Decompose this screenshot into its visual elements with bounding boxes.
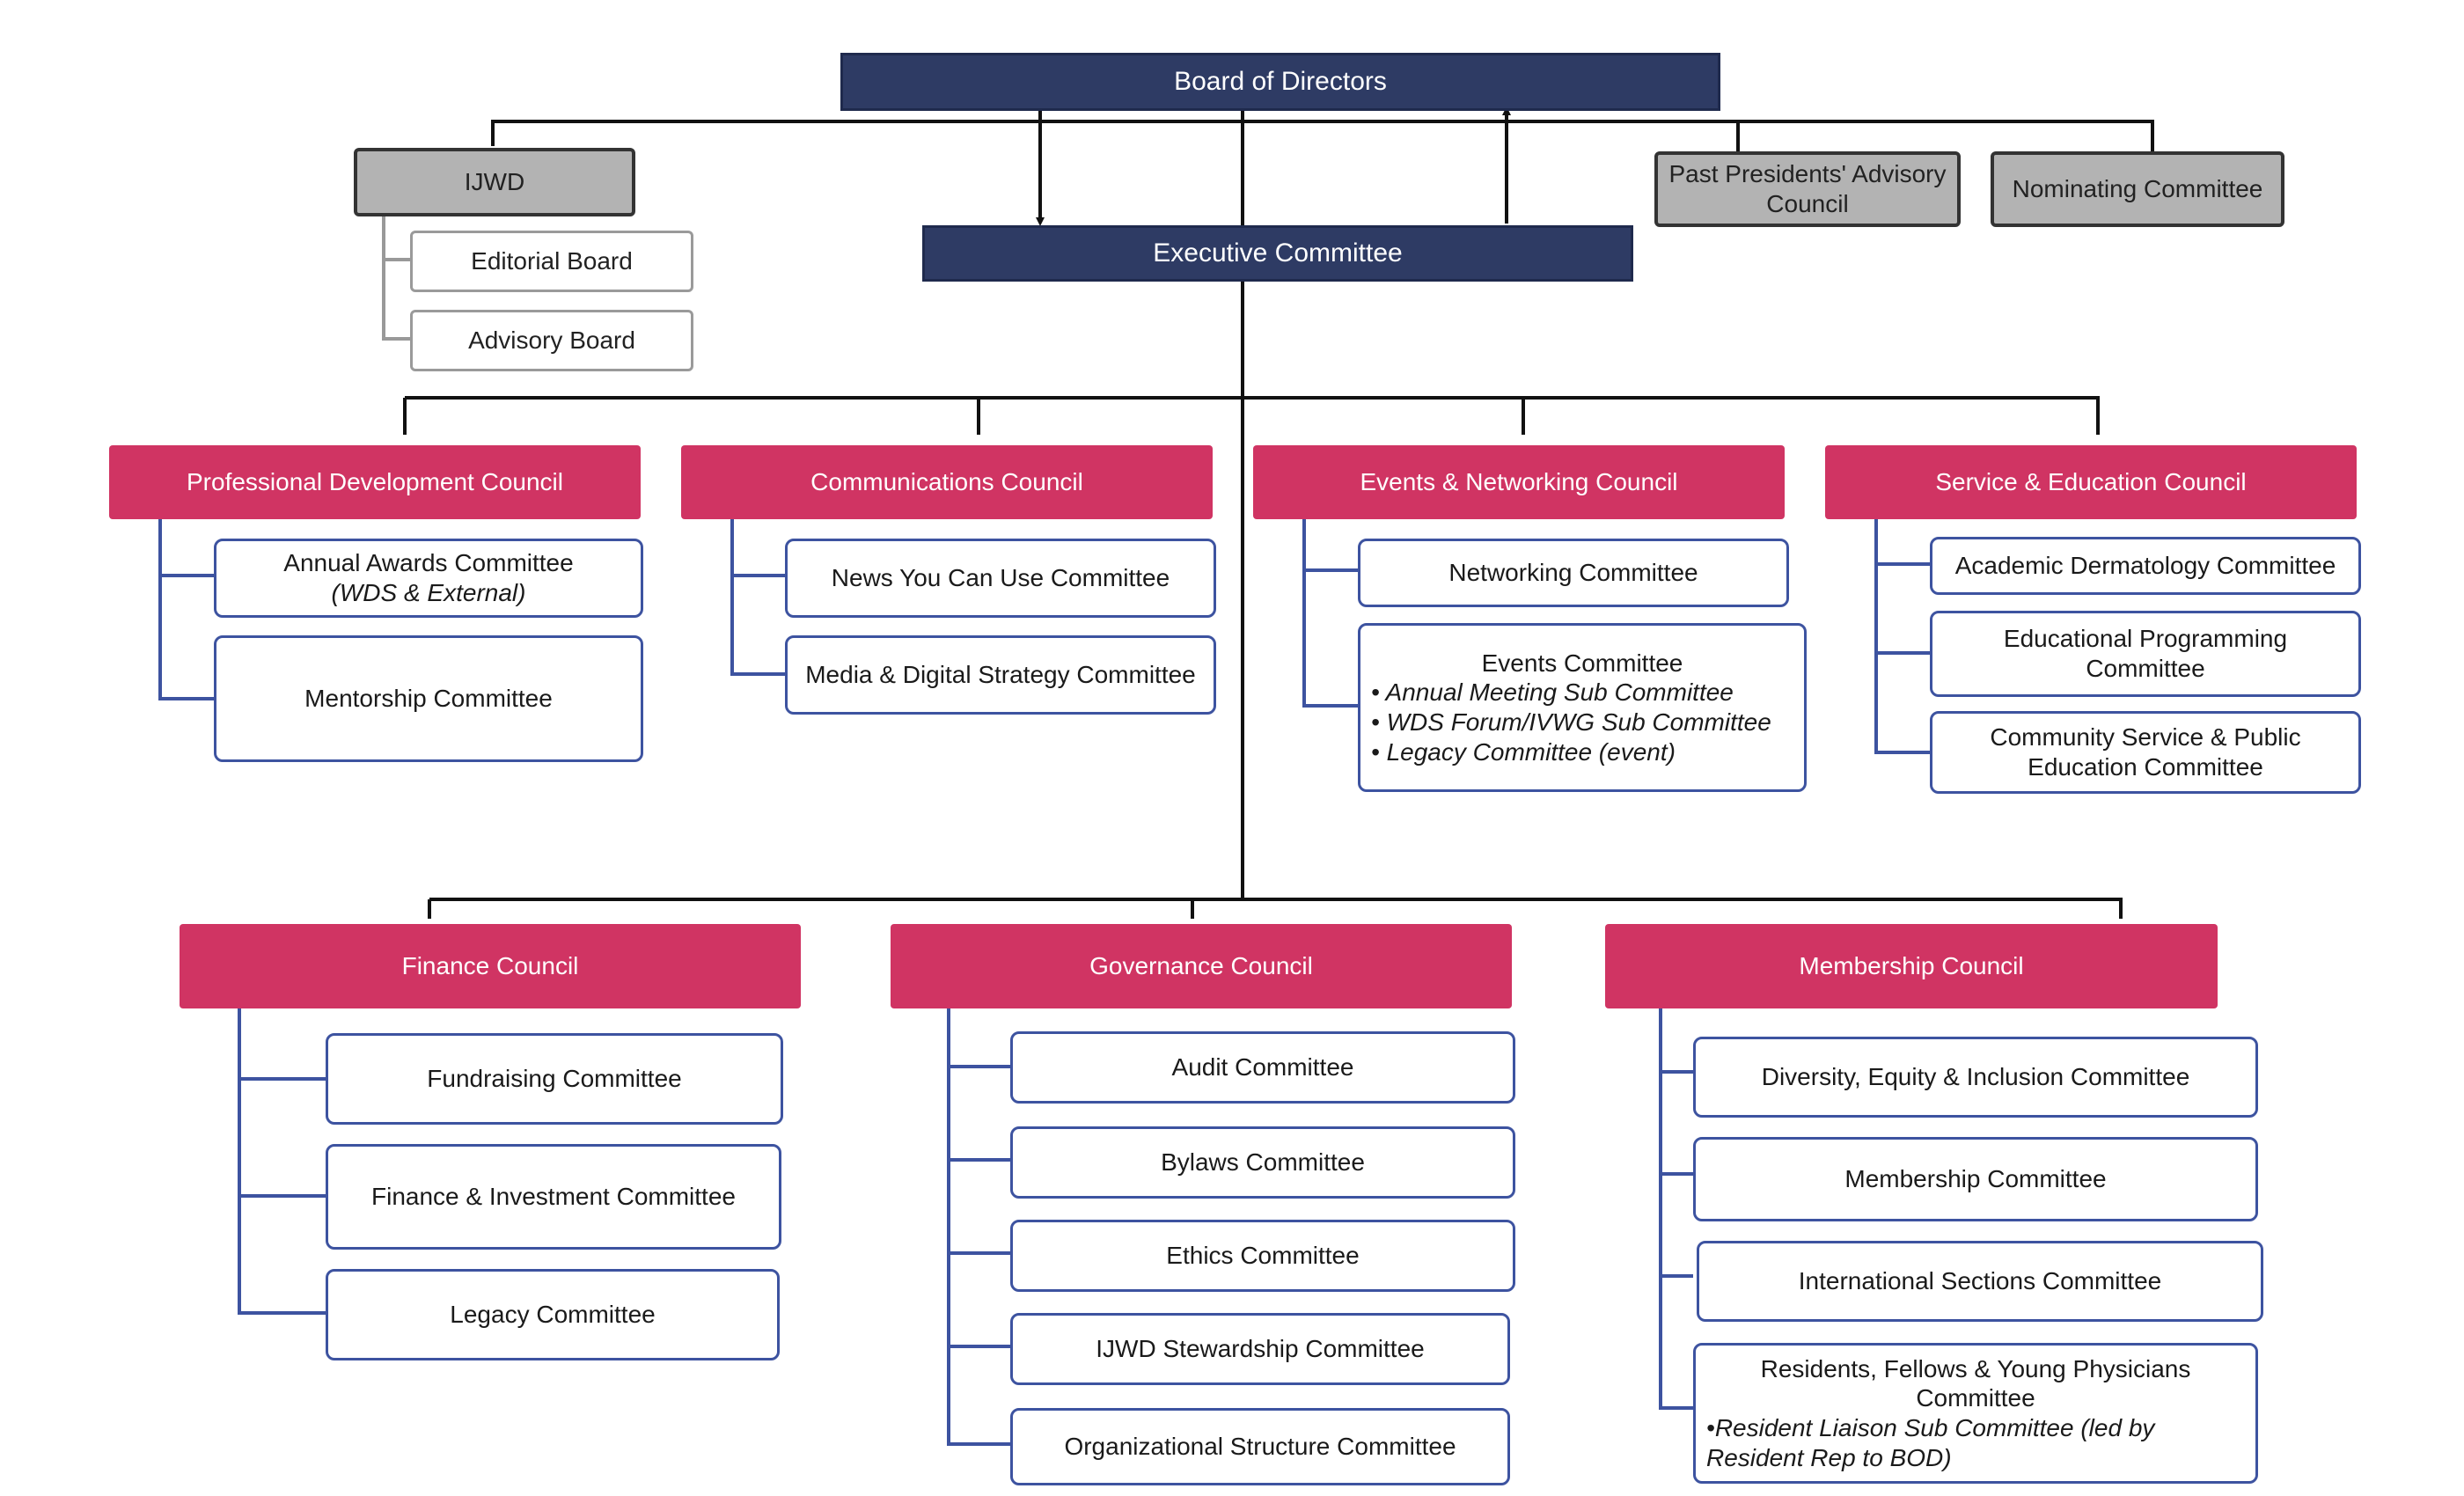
media-digital-strategy-committee: Media & Digital Strategy Committee <box>785 635 1216 715</box>
sub-label: Annual Meeting Sub Committee <box>1385 678 1734 707</box>
international-sections-committee: International Sections Committee <box>1697 1241 2263 1322</box>
diversity-equity-inclusion-committee: Diversity, Equity & Inclusion Committee <box>1693 1037 2258 1118</box>
service-education-council: Service & Education Council <box>1825 445 2357 519</box>
events-networking-council: Events & Networking Council <box>1253 445 1785 519</box>
residents-fellows-young-physicians-committee: Residents, Fellows & Young Physicians Co… <box>1693 1343 2258 1484</box>
membership-council: Membership Council <box>1605 924 2218 1008</box>
annual-meeting-sub-committee: • Annual Meeting Sub Committee <box>1371 678 1734 707</box>
networking-committee: Networking Committee <box>1358 539 1789 607</box>
sub-label: Resident Liaison Sub Committee (led by R… <box>1706 1414 2155 1471</box>
events-committee-title: Events Committee <box>1481 649 1683 677</box>
resident-liaison-sub-committee: •Resident Liaison Sub Committee (led by … <box>1706 1414 2155 1471</box>
professional-development-council: Professional Development Council <box>109 445 641 519</box>
governance-council: Governance Council <box>891 924 1512 1008</box>
past-presidents-advisory-council-box: Past Presidents' Advisory Council <box>1654 151 1961 227</box>
mentorship-committee: Mentorship Committee <box>214 635 643 762</box>
annual-awards-title: Annual Awards Committee <box>283 549 574 577</box>
fundraising-committee: Fundraising Committee <box>326 1033 783 1125</box>
finance-council: Finance Council <box>180 924 801 1008</box>
audit-committee: Audit Committee <box>1010 1031 1515 1104</box>
residents-committee-title: Residents, Fellows & Young Physicians Co… <box>1760 1354 2191 1412</box>
wds-forum-ivwg-sub-committee: • WDS Forum/IVWG Sub Committee <box>1371 708 1771 736</box>
legacy-committee-event: • Legacy Committee (event) <box>1371 737 1676 766</box>
editorial-board-box: Editorial Board <box>410 231 693 292</box>
sub-label: Legacy Committee (event) <box>1386 737 1676 766</box>
educational-programming-committee: Educational Programming Committee <box>1930 611 2361 697</box>
academic-dermatology-committee: Academic Dermatology Committee <box>1930 537 2361 595</box>
events-committee: Events Committee • Annual Meeting Sub Co… <box>1358 623 1807 792</box>
bylaws-committee: Bylaws Committee <box>1010 1126 1515 1199</box>
organizational-structure-committee: Organizational Structure Committee <box>1010 1408 1510 1485</box>
sub-label: WDS Forum/IVWG Sub Committee <box>1386 708 1771 736</box>
communications-council: Communications Council <box>681 445 1213 519</box>
community-service-public-education-committee: Community Service & Public Education Com… <box>1930 711 2361 794</box>
annual-awards-note: (WDS & External) <box>331 579 526 606</box>
nominating-committee-box: Nominating Committee <box>1991 151 2284 227</box>
membership-committee: Membership Committee <box>1693 1137 2258 1221</box>
board-of-directors-box: Board of Directors <box>840 53 1720 111</box>
executive-committee-box: Executive Committee <box>922 225 1633 282</box>
annual-awards-committee: Annual Awards Committee (WDS & External) <box>214 539 643 618</box>
legacy-committee: Legacy Committee <box>326 1269 780 1360</box>
finance-investment-committee: Finance & Investment Committee <box>326 1144 781 1250</box>
ethics-committee: Ethics Committee <box>1010 1220 1515 1292</box>
advisory-board-box: Advisory Board <box>410 310 693 371</box>
news-you-can-use-committee: News You Can Use Committee <box>785 539 1216 618</box>
ijwd-stewardship-committee: IJWD Stewardship Committee <box>1010 1313 1510 1385</box>
ijwd-box: IJWD <box>354 148 635 216</box>
